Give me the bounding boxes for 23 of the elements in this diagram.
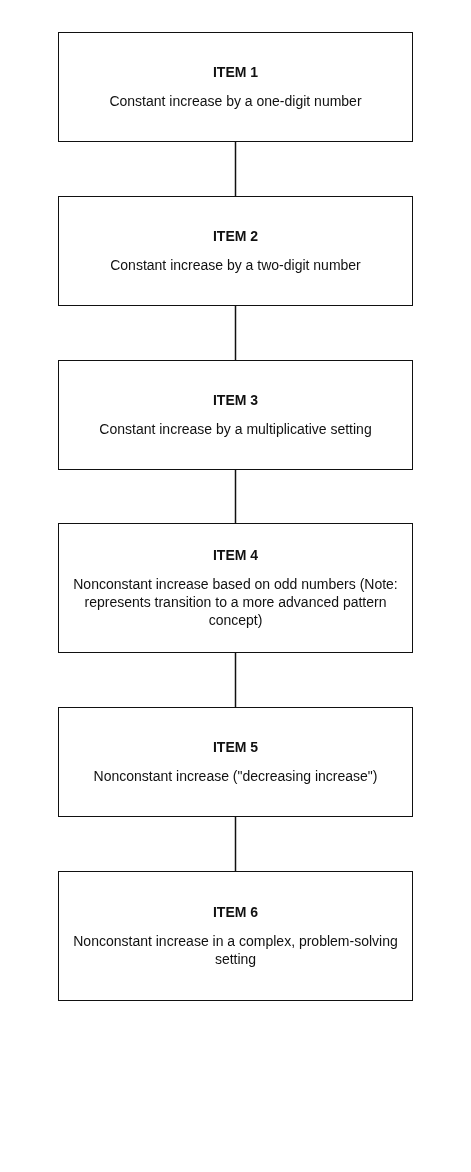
item-heading: ITEM 1 [212,63,259,80]
item-description: Constant increase by a multiplicative setting [99,419,372,439]
connector-line [234,469,237,524]
item-box [58,360,413,470]
item-description: Nonconstant increase ("decreasing increase") [93,766,378,786]
item-box [58,707,413,817]
item-heading: ITEM 5 [212,738,259,755]
item-description: Nonconstant increase based on odd numbers (Note: represents transition to a more advanced pattern concept) [72,574,399,630]
item-description: Constant increase by a one-digit number [109,91,362,111]
connector-line [234,816,237,872]
item-box [58,196,413,306]
item-box [58,523,413,653]
connector-line [234,305,237,361]
item-heading: ITEM 2 [212,227,259,244]
connector-line [234,652,237,708]
item-box [58,32,413,142]
item-box [58,871,413,1001]
connector-line [234,141,237,197]
item-heading: ITEM 6 [212,903,259,920]
item-heading: ITEM 4 [212,546,259,563]
item-description: Nonconstant increase in a complex, problem-solving setting [72,931,399,969]
item-description: Constant increase by a two-digit number [110,255,361,275]
item-heading: ITEM 3 [212,391,259,408]
